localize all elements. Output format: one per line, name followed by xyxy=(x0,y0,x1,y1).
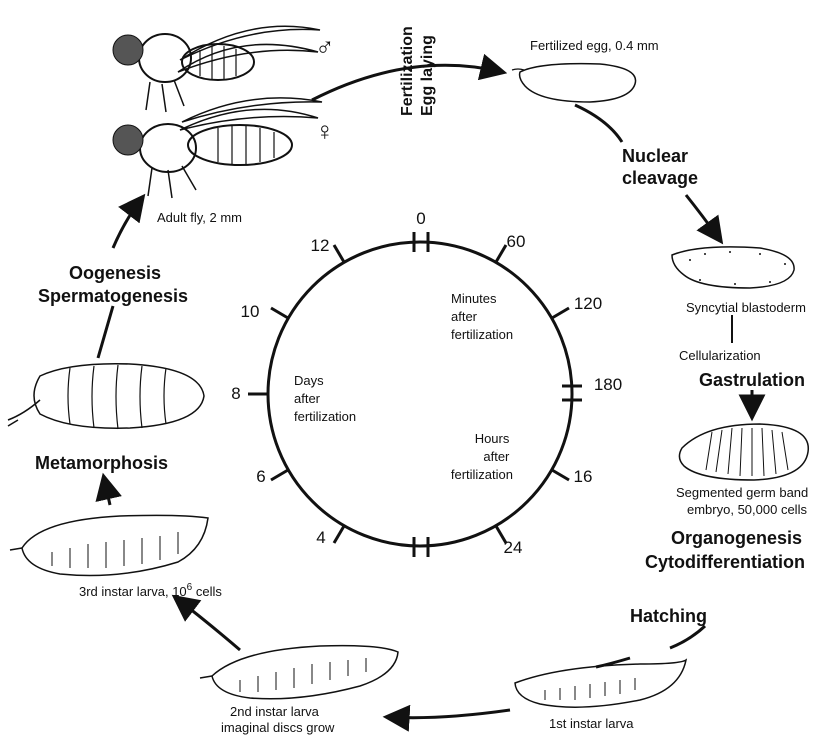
line-pupa-to-oogenesis xyxy=(98,306,113,358)
syncytial-label: Syncytial blastoderm xyxy=(686,300,806,315)
tick-12 xyxy=(334,245,344,262)
tick-label-4: 4 xyxy=(316,528,325,547)
arrow-to-blastoderm xyxy=(686,195,720,240)
male-symbol: ♂ xyxy=(315,32,335,62)
male-fly-illustration xyxy=(113,26,320,112)
tick-60 xyxy=(496,245,506,262)
fertilization-label: Fertilization xyxy=(399,26,416,116)
tick-label-12: 12 xyxy=(311,236,330,255)
cellularization-label: Cellularization xyxy=(679,348,761,363)
cytodifferentiation-label: Cytodifferentiation xyxy=(645,552,805,572)
tick-6 xyxy=(271,470,288,480)
arrow-to-adult xyxy=(113,198,142,248)
female-symbol: ♀ xyxy=(315,116,335,146)
nuclear-label: Nuclear xyxy=(622,146,688,166)
first-instar-label: 1st instar larva xyxy=(549,716,634,731)
arrow-to-3rd-instar xyxy=(176,598,240,650)
second-instar-label-line2: imaginal discs grow xyxy=(221,720,335,735)
spermatogenesis-label: Spermatogenesis xyxy=(38,286,188,306)
syncytial-blastoderm-illustration xyxy=(672,247,794,288)
tick-label-6: 6 xyxy=(256,467,265,486)
hours-label: Hours after fertilization xyxy=(451,431,513,482)
egg-label: Fertilized egg, 0.4 mm xyxy=(530,38,659,53)
tick-120 xyxy=(552,308,569,318)
tick-16 xyxy=(552,470,569,480)
minutes-label: Minutes after fertilization xyxy=(451,291,513,342)
female-fly-illustration xyxy=(113,98,322,198)
tick-label-0: 0 xyxy=(416,209,425,228)
pupa-illustration xyxy=(8,364,204,429)
tick-label-8: 8 xyxy=(231,384,240,403)
second-instar-label-line1: 2nd instar larva xyxy=(230,704,320,719)
tick-10 xyxy=(271,308,288,318)
days-label: Days after fertilization xyxy=(294,373,356,424)
adult-fly-label: Adult fly, 2 mm xyxy=(157,210,242,225)
tick-label-10: 10 xyxy=(241,302,260,321)
organogenesis-label: Organogenesis xyxy=(671,528,802,548)
germ-band-embryo-illustration xyxy=(679,424,808,480)
timeline-clock: 0 60 120 180 16 24 4 6 8 10 12 Minutes a… xyxy=(231,209,622,557)
tick-label-180: 180 xyxy=(594,375,622,394)
oogenesis-label: Oogenesis xyxy=(69,263,161,283)
egg-laying-label: Egg laying xyxy=(419,35,436,116)
fertilized-egg-illustration xyxy=(512,64,636,102)
line-hatching-down xyxy=(670,626,705,648)
tick-4 xyxy=(334,526,344,543)
gastrulation-label: Gastrulation xyxy=(699,370,805,390)
cleavage-label: cleavage xyxy=(622,168,698,188)
tick-label-120: 120 xyxy=(574,294,602,313)
tick-label-16: 16 xyxy=(574,467,593,486)
tick-label-60: 60 xyxy=(507,232,526,251)
tick-label-24: 24 xyxy=(504,538,523,557)
third-instar-larva-illustration xyxy=(10,515,208,575)
arrow-to-2nd-instar xyxy=(388,710,510,718)
arrow-egg-to-cleavage xyxy=(575,105,622,142)
metamorphosis-label: Metamorphosis xyxy=(35,453,168,473)
hatching-label: Hatching xyxy=(630,606,707,626)
germband-label-line2: embryo, 50,000 cells xyxy=(687,502,807,517)
germband-label-line1: Segmented germ band xyxy=(676,485,808,500)
arrow-to-metamorphosis xyxy=(104,478,110,505)
second-instar-larva-illustration xyxy=(200,646,398,699)
third-instar-label: 3rd instar larva, 106 cells xyxy=(79,582,222,599)
